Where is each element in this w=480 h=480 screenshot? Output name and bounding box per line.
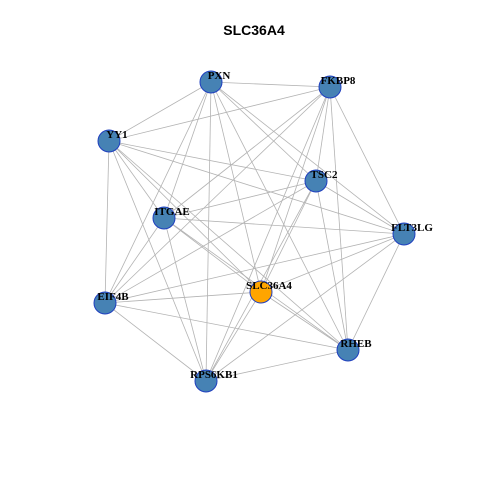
edge-eif4b-rheb	[104, 302, 349, 351]
node-flt3lg[interactable]	[392, 222, 416, 246]
edge-pxn-fkbp8	[210, 81, 331, 88]
node-rps6kb1[interactable]	[194, 369, 218, 393]
node-label-rps6kb1: RPS6KB1	[190, 369, 238, 381]
node-label-eif4b: EIF4B	[97, 291, 129, 303]
node-rheb[interactable]	[336, 338, 360, 362]
node-layer	[93, 70, 416, 393]
edge-rheb-slc36a4	[260, 291, 349, 351]
node-label-flt3lg: FLT3LG	[391, 222, 433, 234]
edge-pxn-eif4b	[104, 81, 212, 304]
edge-eif4b-slc36a4	[104, 291, 262, 304]
edge-eif4b-rps6kb1	[104, 302, 207, 382]
graph-title: SLC36A4	[223, 22, 285, 38]
node-label-itgae: ITGAE	[154, 206, 189, 218]
node-eif4b[interactable]	[93, 291, 117, 315]
node-fkbp8[interactable]	[318, 75, 342, 99]
edge-tsc2-flt3lg	[315, 180, 405, 235]
node-label-tsc2: TSC2	[311, 169, 338, 181]
edge-fkbp8-tsc2	[315, 86, 331, 182]
edge-pxn-rps6kb1	[205, 81, 212, 382]
edge-fkbp8-flt3lg	[329, 86, 405, 235]
edge-fkbp8-yy1	[108, 86, 331, 142]
edge-yy1-eif4b	[104, 140, 110, 304]
node-label-slc36a4: SLC36A4	[246, 280, 292, 292]
edge-yy1-tsc2	[108, 140, 317, 182]
edge-tsc2-rheb	[315, 180, 349, 351]
node-label-pxn: PXN	[208, 70, 231, 82]
edge-pxn-rheb	[210, 81, 349, 351]
edge-flt3lg-eif4b	[104, 233, 405, 304]
edge-fkbp8-itgae	[163, 86, 331, 219]
edge-tsc2-slc36a4	[260, 180, 317, 293]
edge-pxn-itgae	[163, 81, 212, 219]
node-pxn[interactable]	[199, 70, 223, 94]
edge-tsc2-itgae	[163, 180, 317, 219]
node-slc36a4[interactable]	[249, 280, 273, 304]
edge-flt3lg-rheb	[347, 233, 405, 351]
edge-fkbp8-rps6kb1	[205, 86, 331, 382]
edge-rps6kb1-slc36a4	[205, 291, 262, 382]
node-itgae[interactable]	[152, 206, 176, 230]
node-yy1[interactable]	[97, 129, 121, 153]
edge-itgae-rps6kb1	[163, 217, 207, 382]
node-label-rheb: RHEB	[340, 338, 372, 350]
node-label-fkbp8: FKBP8	[321, 75, 356, 87]
edge-yy1-itgae	[108, 140, 165, 219]
edge-rheb-rps6kb1	[205, 349, 349, 382]
edge-pxn-yy1	[108, 81, 212, 142]
edge-fkbp8-eif4b	[104, 86, 331, 304]
edge-pxn-tsc2	[210, 81, 317, 182]
edge-yy1-rheb	[108, 140, 349, 351]
edge-fkbp8-slc36a4	[260, 86, 331, 293]
node-label-yy1: YY1	[106, 129, 127, 141]
edge-flt3lg-rps6kb1	[205, 233, 405, 382]
node-tsc2[interactable]	[304, 169, 328, 193]
edge-itgae-eif4b	[104, 217, 165, 304]
edge-flt3lg-slc36a4	[260, 233, 405, 293]
edge-itgae-flt3lg	[163, 217, 405, 235]
edge-yy1-rps6kb1	[108, 140, 207, 382]
edge-fkbp8-rheb	[329, 86, 349, 351]
edge-yy1-flt3lg	[108, 140, 405, 235]
edge-tsc2-eif4b	[104, 180, 317, 304]
edge-pxn-slc36a4	[210, 81, 262, 293]
edge-yy1-slc36a4	[108, 140, 262, 293]
edge-layer	[104, 81, 405, 382]
edge-pxn-flt3lg	[210, 81, 405, 235]
edge-itgae-slc36a4	[163, 217, 262, 293]
